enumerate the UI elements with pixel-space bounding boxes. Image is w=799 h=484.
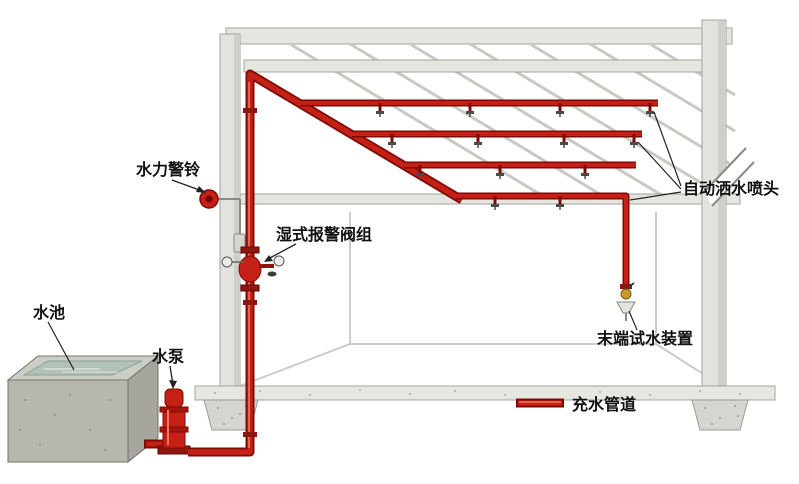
building-structure: [194, 19, 776, 431]
label-end-test-device: 末端试水装置: [597, 329, 693, 348]
sprinkler-head: [388, 134, 396, 148]
annotations: 水力警铃 湿式报警阀组 自动洒水喷头 末端试水装置 水池 水泵: [33, 111, 779, 389]
pointer-sprinklers-1: [653, 111, 682, 187]
tank-speckles: [19, 394, 111, 451]
sprinkler-head: [474, 134, 482, 148]
label-pump: 水泵: [152, 347, 184, 366]
sprinkler-head: [556, 103, 564, 117]
pointer-end-test-device: [628, 310, 638, 331]
test-funnel: [616, 301, 636, 314]
sprinkler-head: [416, 165, 424, 179]
pointer-sprinklers-3: [629, 191, 682, 201]
fire-pump: [157, 388, 191, 455]
pointer-alarm-bell: [171, 179, 203, 192]
wet-alarm-valve-group: [199, 189, 285, 292]
floor-slab: [194, 385, 776, 401]
sprinkler-head: [646, 103, 654, 117]
pointer-wet-valve-group: [267, 243, 297, 260]
sprinkler-head: [556, 196, 564, 210]
pointer-sprinklers-2: [637, 141, 682, 190]
test-valve: [620, 288, 632, 300]
branch-pipes: [300, 99, 658, 286]
label-tank: 水池: [33, 303, 65, 322]
left-column-shade: [234, 35, 240, 391]
ceiling-second-beam: [243, 59, 705, 73]
water-tank: [6, 354, 160, 464]
floor-speckles: [214, 389, 741, 396]
wall-break-marks: [703, 147, 755, 207]
sprinkler-head: [376, 103, 384, 117]
right-column-shade: [718, 21, 726, 391]
alarm-valve-body: [238, 255, 262, 283]
riser-flange: [243, 108, 257, 113]
sprinkler-head: [630, 134, 638, 148]
right-column-footing: [691, 399, 749, 431]
sprinkler-head: [491, 196, 499, 210]
ceiling-top-beam: [225, 27, 733, 45]
valve-handwheel: [267, 271, 277, 277]
pressure-gauge-left: [221, 256, 233, 268]
riser-flange: [243, 432, 257, 437]
sprinkler-head: [466, 103, 474, 117]
legend-pipe-label: 充水管道: [572, 395, 636, 414]
label-sprinklers: 自动洒水喷头: [683, 179, 779, 198]
label-wet-valve-group: 湿式报警阀组: [275, 225, 372, 244]
tank-front-face: [7, 379, 129, 463]
pressure-gauge-right: [273, 255, 285, 267]
sprinkler-head: [496, 165, 504, 179]
sprinkler-heads: [376, 103, 654, 210]
sprinkler-head: [560, 134, 568, 148]
end-test-device: [616, 282, 636, 321]
riser-flange: [243, 300, 257, 305]
label-alarm-bell: 水力警铃: [136, 160, 200, 179]
footing-speckles: [217, 405, 739, 425]
legend: 充水管道: [516, 395, 636, 414]
sprinkler-head: [581, 165, 589, 179]
pointer-tank: [47, 321, 75, 371]
